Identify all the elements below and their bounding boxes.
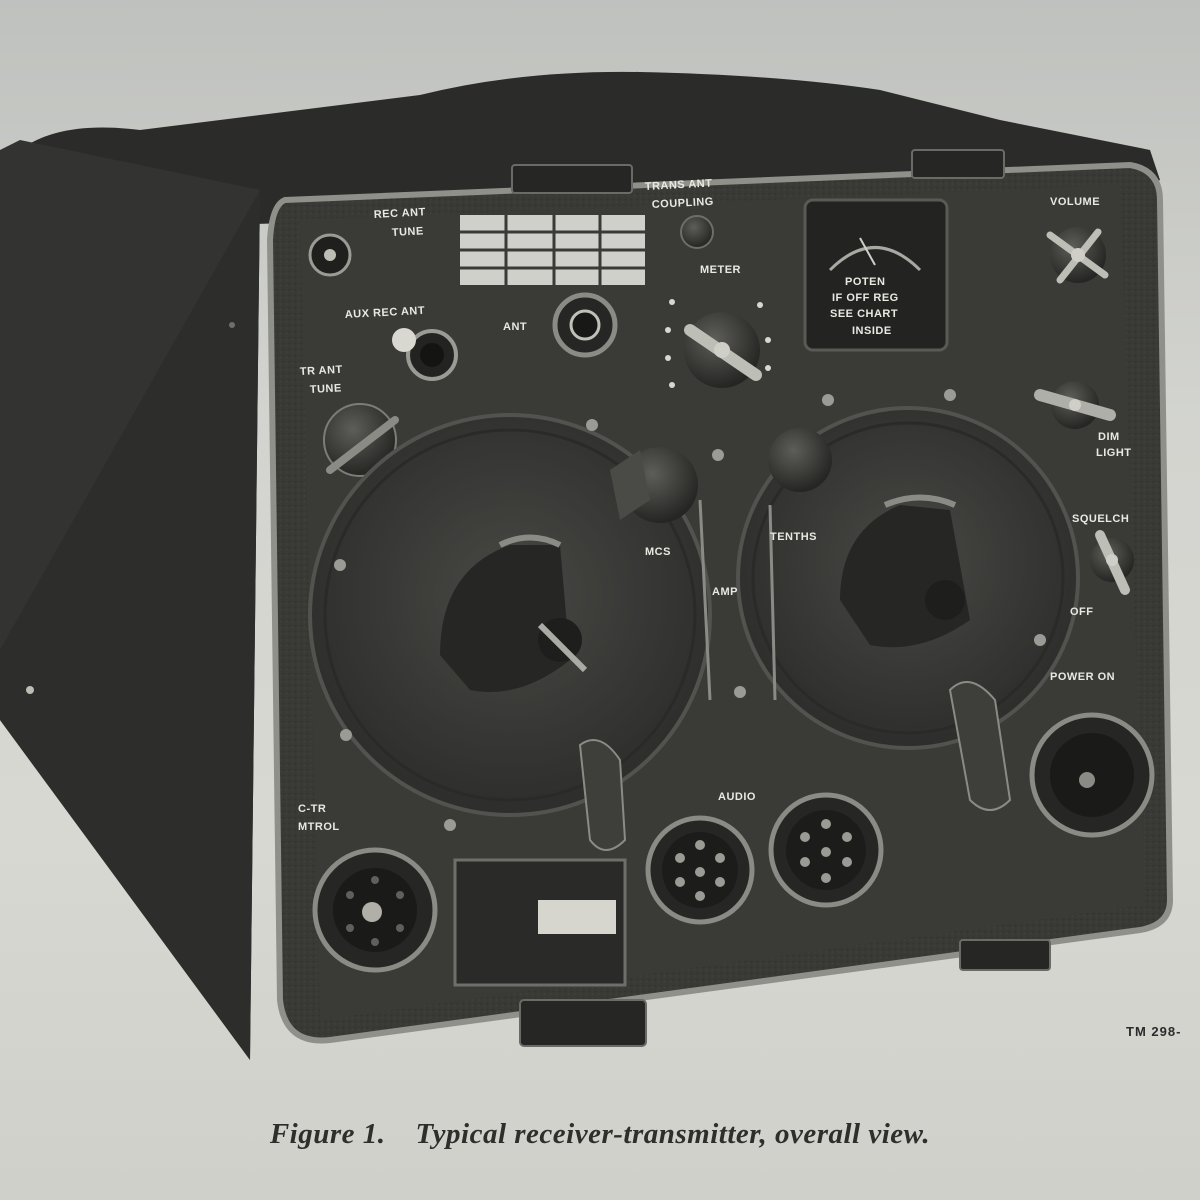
tr-ant-tune-knob [323, 403, 399, 477]
left-tuning-dial [308, 413, 712, 831]
label-mcs: MCS [645, 546, 671, 558]
label-audio: AUDIO [718, 791, 756, 803]
squelch-switch [1090, 530, 1134, 595]
label-trans-ant: TRANS ANT [645, 177, 713, 193]
left-dial-lock-lever [578, 739, 627, 851]
meter-selector-switch [665, 299, 771, 388]
label-meter-card-1: POTEN [845, 276, 885, 288]
trans-ant-coupling-knob [680, 215, 714, 249]
right-tuning-dial [736, 389, 1080, 750]
power-connector [1029, 712, 1155, 838]
label-volume: VOLUME [1050, 196, 1100, 208]
bottom-latch [519, 999, 647, 1047]
channel-card [460, 215, 645, 285]
top-latch-left [511, 164, 633, 194]
aux-rec-ant-jack [392, 328, 458, 381]
label-squelch: SQUELCH [1072, 513, 1129, 525]
dim-light-switch [1034, 381, 1116, 429]
label-coupling: COUPLING [652, 196, 715, 211]
label-tr-tune: TUNE [310, 382, 343, 396]
label-c-tr: C-TR [298, 803, 326, 815]
label-meter-card-4: INSIDE [852, 325, 892, 337]
label-ant: ANT [503, 321, 527, 333]
panel-labels: REC ANT TUNE TRANS ANT COUPLING VOLUME M… [298, 177, 1132, 833]
right-dial-lock-lever [948, 681, 1012, 811]
ant-connector [552, 292, 618, 358]
nameplate [453, 858, 627, 987]
figure-title: Typical receiver-transmitter, overall vi… [415, 1118, 931, 1150]
label-dim: DIM [1098, 431, 1120, 443]
meter [803, 198, 949, 352]
label-meter-card-2: IF OFF REG [832, 292, 899, 304]
label-aux-rec-ant: AUX REC ANT [345, 305, 426, 321]
label-light: LIGHT [1096, 447, 1132, 459]
label-tr-ant: TR ANT [300, 364, 343, 378]
center-band-knobs [610, 428, 832, 701]
label-meter-card-3: SEE CHART [830, 308, 898, 320]
label-power: POWER ON [1050, 671, 1115, 683]
audio-connector-right [768, 792, 884, 908]
label-off: OFF [1070, 606, 1094, 618]
figure-caption: Figure 1. Typical receiver-transmitter, o… [0, 1118, 1200, 1151]
volume-knob [1046, 227, 1109, 284]
audio-connector-left [645, 815, 755, 925]
top-latch-right [911, 149, 1005, 179]
label-rec-ant: REC ANT [374, 206, 427, 221]
label-meter: METER [700, 264, 741, 276]
control-connector [312, 847, 438, 973]
radio-photograph: REC ANT TUNE TRANS ANT COUPLING VOLUME M… [0, 71, 1174, 1060]
label-amp: AMP [712, 586, 738, 598]
label-rec-tune: TUNE [392, 225, 425, 239]
label-mtrol: MTROL [298, 821, 340, 833]
label-tenths: TENTHS [770, 531, 817, 543]
figure-number: Figure 1. [269, 1118, 386, 1150]
tm-image-number: TM 298- [1126, 1024, 1182, 1039]
bottom-latch-right [959, 939, 1051, 971]
